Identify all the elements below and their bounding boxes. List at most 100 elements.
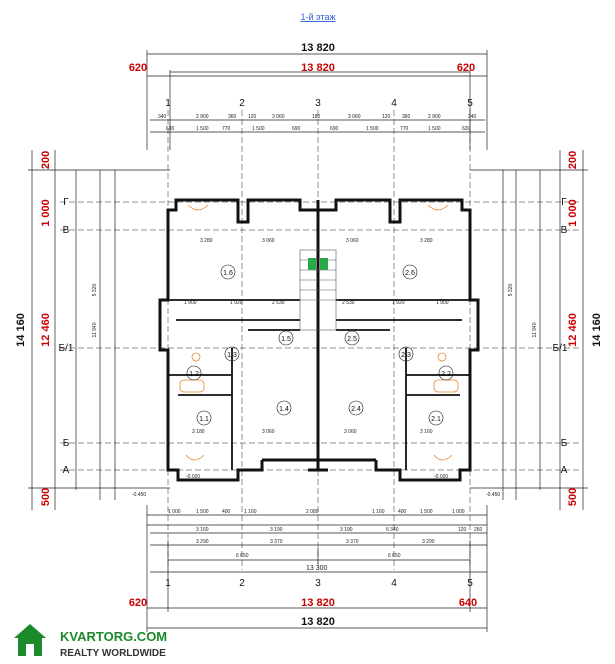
room-dim-8: 1 900 (184, 300, 197, 306)
right-inner-top: 5 320 (508, 284, 514, 297)
bottom-row-c-3: 6 340 (386, 527, 399, 533)
bottom-row-a-3: 1 160 (244, 509, 257, 515)
room-dim-1: 3 060 (262, 238, 275, 244)
left-inner-mid: 11 940 (92, 322, 98, 337)
room-2-3: 2.3 (401, 352, 411, 359)
top-row-a-1: 2 900 (196, 114, 209, 120)
bottom-right-offset: 640 (459, 597, 477, 609)
bottom-row-c-4: 120 (458, 527, 467, 533)
stair-marker-2 (320, 258, 328, 270)
axis-top-4: 4 (391, 98, 397, 109)
axis-top-2: 2 (239, 98, 245, 109)
right-inner-mid: 11 940 (532, 322, 538, 337)
left-dimension-lines (28, 150, 170, 510)
room-1-4: 1.4 (279, 406, 289, 413)
room-dim-13: 1 900 (436, 300, 449, 306)
level-left: -0.450 (132, 492, 146, 498)
axis-left-g: Г (63, 197, 69, 208)
axis-bottom-4: 4 (391, 578, 397, 589)
left-total: 14 160 (15, 313, 27, 347)
bottom-row-b-0: 3 290 (196, 539, 209, 545)
logo-tagline: REALTY WORLDWIDE (60, 648, 166, 659)
bottom-row-c-2: 3 190 (340, 527, 353, 533)
top-row-b-3: 1 500 (252, 126, 265, 132)
kvartorg-logo: KVARTORG.COM REALTY WORLDWIDE (14, 624, 167, 659)
bottom-row-b-2: 3 370 (346, 539, 359, 545)
axis-left-b1: Б/1 (59, 343, 74, 354)
building-walls (158, 198, 480, 482)
right-bottom: 500 (567, 488, 579, 506)
top-row-b-5: 690 (330, 126, 339, 132)
axis-right-b1: Б/1 (553, 343, 568, 354)
right-axis-markers: Г В Б/1 Б А (553, 197, 568, 476)
stairs (299, 249, 337, 331)
bottom-mid: 13 300 (306, 565, 328, 572)
logo-brand: KVARTORG.COM (60, 629, 167, 644)
top-row-b-6: 1 500 (366, 126, 379, 132)
bottom-row-b: 3 290 3 370 3 370 3 290 (196, 539, 435, 545)
room-dim-9: 1 920 (230, 300, 243, 306)
top-dimension-lines (146, 50, 488, 150)
axis-right-v: В (561, 225, 568, 236)
bottom-row-a-4: 2 080 (306, 509, 319, 515)
top-row-a: 340 2 900 360 120 3 060 180 3 060 120 36… (158, 114, 477, 120)
axis-top-3: 3 (315, 98, 321, 109)
room-dim-7: 3 160 (420, 429, 433, 435)
stair-marker (308, 258, 316, 270)
left-top: 200 (40, 151, 52, 169)
axis-left-a: А (63, 465, 70, 476)
top-row-b-2: 770 (222, 126, 231, 132)
interior-walls (168, 299, 470, 470)
axis-right-a: А (561, 465, 568, 476)
top-total-outer: 13 820 (301, 42, 335, 54)
top-row-a-9: 2 900 (428, 114, 441, 120)
bottom-row-b-1: 3 370 (270, 539, 283, 545)
top-row-b-1: 1 500 (196, 126, 209, 132)
bottom-total-outer: 13 820 (301, 616, 335, 628)
room-1-3: 1.3 (227, 352, 237, 359)
axis-right-b: Б (561, 438, 568, 449)
room-1-5: 1.5 (281, 336, 291, 343)
room-1-2: 1.2 (189, 371, 199, 378)
axis-left-b: Б (63, 438, 70, 449)
room-dim-5: 3 060 (262, 429, 275, 435)
right-total: 14 160 (591, 313, 603, 347)
bottom-axis-markers: 1 2 3 4 5 (165, 578, 473, 589)
bottom-row-c-5: 260 (474, 527, 483, 533)
room-dim-2: 3 060 (346, 238, 359, 244)
room-dim-11: 2 530 (342, 300, 355, 306)
axis-bottom-2: 2 (239, 578, 245, 589)
left-axis-markers: Г В Б/1 Б А (59, 197, 74, 476)
bottom-half-left: 6 650 (236, 553, 249, 559)
room-dimensions: 3 280 3 060 3 060 3 280 3 180 3 060 3 06… (184, 238, 449, 435)
room-1-1: 1.1 (199, 416, 209, 423)
axis-right-g: Г (561, 197, 567, 208)
top-row-b-0: 630 (166, 126, 175, 132)
bottom-row-a: 1 000 1 500 400 1 160 2 080 1 160 400 1 … (168, 509, 465, 515)
top-row-a-2: 360 (228, 114, 237, 120)
room-2-1: 2.1 (431, 416, 441, 423)
right-g: 1 000 (567, 199, 579, 227)
room-dim-0: 3 280 (200, 238, 213, 244)
axis-left-v: В (63, 225, 70, 236)
room-dim-6: 3 060 (344, 429, 357, 435)
top-row-b-9: 630 (462, 126, 471, 132)
axis-bottom-5: 5 (467, 578, 473, 589)
top-row-b-4: 690 (292, 126, 301, 132)
bottom-row-a-8: 1 000 (452, 509, 465, 515)
top-row-b: 630 1 500 770 1 500 690 690 1 500 770 1 … (166, 126, 471, 132)
top-row-a-10: 340 (468, 114, 477, 120)
right-inner: 12 460 (567, 313, 579, 347)
level-right: -0.450 (486, 492, 500, 498)
bottom-dimension-lines (146, 505, 488, 632)
room-dim-4: 3 180 (192, 429, 205, 435)
bottom-row-a-1: 1 500 (196, 509, 209, 515)
room-2-4: 2.4 (351, 406, 361, 413)
top-row-b-8: 1 500 (428, 126, 441, 132)
room-dim-10: 2 530 (272, 300, 285, 306)
right-dimension-lines (470, 150, 588, 510)
bottom-row-a-0: 1 000 (168, 509, 181, 515)
bottom-row-c-0: 3 160 (196, 527, 209, 533)
level-entry-right: -0.020 (434, 474, 448, 480)
